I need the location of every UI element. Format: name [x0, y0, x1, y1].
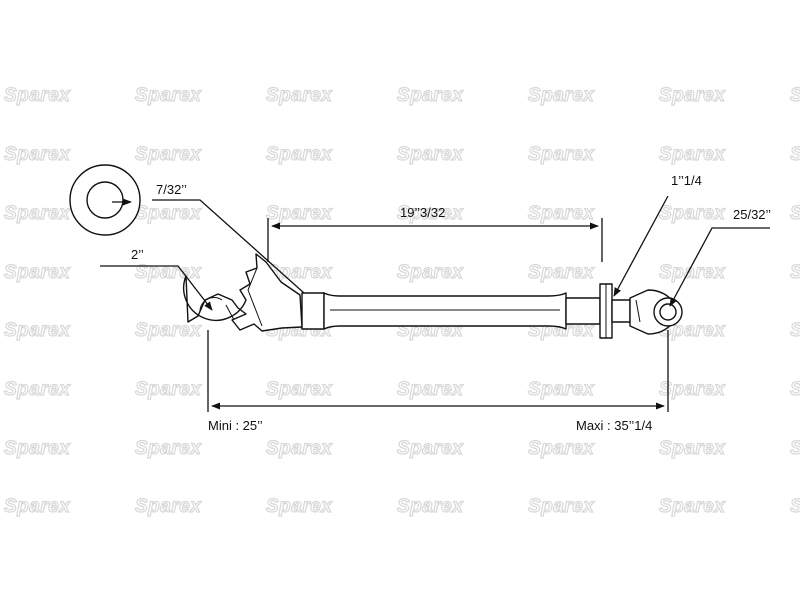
- watermark-text: Sparex: [266, 496, 333, 517]
- watermark-text: Sparex: [659, 438, 726, 459]
- watermark-text: Sparex: [659, 320, 726, 341]
- watermark-text: Sparex: [659, 496, 726, 517]
- ball-end: [611, 289, 683, 335]
- hook-end: [183, 253, 303, 332]
- watermark-text: Sparex: [266, 203, 333, 224]
- watermark-text: Sparex: [266, 144, 333, 165]
- watermark-text: Sparex: [4, 438, 71, 459]
- watermark-text: Sparex: [528, 438, 595, 459]
- watermark-text: Sparex: [528, 85, 595, 106]
- watermark-text: Sparex: [790, 144, 800, 165]
- watermark-text: Sparex: [135, 144, 202, 165]
- dimension-lines: [100, 195, 770, 412]
- watermark-text: Sparex: [659, 144, 726, 165]
- pin-ring-detail: [69, 164, 141, 236]
- watermark-text: Sparex: [135, 203, 202, 224]
- watermark-text: Sparex: [4, 379, 71, 400]
- watermark-text: Sparex: [528, 496, 595, 517]
- watermark-text: Sparex: [397, 262, 464, 283]
- watermark-text: Sparex: [266, 379, 333, 400]
- watermark-text: Sparex: [135, 262, 202, 283]
- watermark-text: Sparex: [659, 379, 726, 400]
- watermark-text: Sparex: [659, 262, 726, 283]
- watermark-text: Sparex: [397, 379, 464, 400]
- watermark-text: Sparex: [4, 85, 71, 106]
- watermark-text: Sparex: [528, 379, 595, 400]
- watermark-text: Sparex: [4, 144, 71, 165]
- watermark-text: Sparex: [135, 85, 202, 106]
- max-length-label: Maxi : 35’’1/4: [576, 418, 652, 433]
- pin-diameter-label: 7/32’’: [156, 182, 187, 197]
- watermark-text: Sparex: [135, 320, 202, 341]
- watermark-text: Sparex: [790, 203, 800, 224]
- watermark-text: Sparex: [266, 262, 333, 283]
- thread-size-label: 1’’1/4: [671, 173, 702, 188]
- watermark-text: Sparex: [790, 496, 800, 517]
- watermark-text: Sparex: [4, 262, 71, 283]
- watermark-text: Sparex: [135, 438, 202, 459]
- watermark-text: Sparex: [528, 144, 595, 165]
- watermark-text: Sparex: [528, 203, 595, 224]
- watermark-text: Sparex: [4, 203, 71, 224]
- watermark-text: Sparex: [266, 85, 333, 106]
- watermark-text: Sparex: [135, 379, 202, 400]
- watermark-text: Sparex: [4, 320, 71, 341]
- watermark-text: Sparex: [266, 438, 333, 459]
- watermark-text: Sparex: [135, 496, 202, 517]
- main-tube: [301, 292, 601, 330]
- min-length-label: Mini : 25’’: [208, 418, 263, 433]
- ball-end-label: 25/32’’: [733, 207, 771, 222]
- watermark-text: Sparex: [397, 496, 464, 517]
- watermark-text: Sparex: [790, 320, 800, 341]
- hook-size-label: 2’’: [131, 247, 144, 262]
- watermark-text: Sparex: [790, 379, 800, 400]
- watermark-text: Sparex: [397, 85, 464, 106]
- watermark-text: Sparex: [4, 496, 71, 517]
- watermark-text: Sparex: [397, 203, 464, 224]
- watermark-text: Sparex: [397, 438, 464, 459]
- watermark-text: Sparex: [790, 262, 800, 283]
- watermark-text: Sparex: [528, 262, 595, 283]
- tube-length-label: 19’’3/32: [400, 205, 445, 220]
- watermark-text: Sparex: [659, 203, 726, 224]
- lock-nut: [599, 283, 613, 339]
- watermark-text: Sparex: [790, 85, 800, 106]
- watermark-text: Sparex: [397, 144, 464, 165]
- watermark-text: Sparex: [790, 438, 800, 459]
- watermark-text: Sparex: [659, 85, 726, 106]
